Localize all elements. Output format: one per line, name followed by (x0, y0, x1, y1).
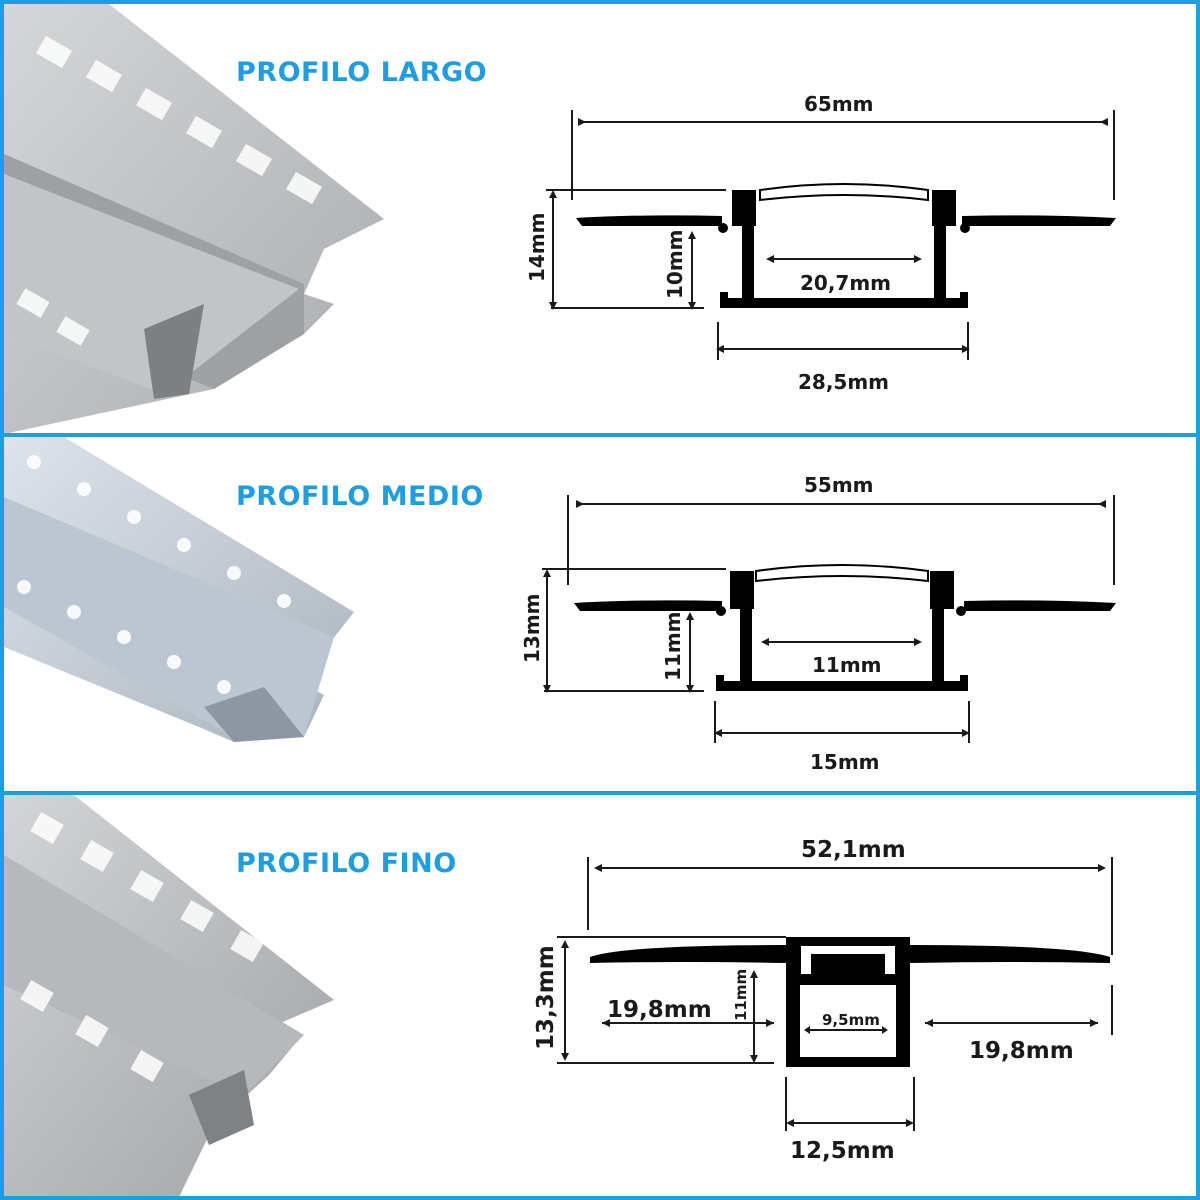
profile-shape (576, 190, 1116, 308)
panel-profilo-medio: PROFILO MEDIO (0, 433, 1200, 795)
profile-photo-largo (4, 4, 384, 433)
dim-overall-width: 55mm (804, 473, 874, 497)
dim-right-flange: 19,8mm (969, 1038, 1074, 1064)
dim-overall-width: 52,1mm (801, 837, 906, 863)
profile-shape (590, 937, 1110, 1067)
panel-title: PROFILO MEDIO (236, 481, 484, 512)
dim-outer-width: 12,5mm (790, 1138, 895, 1164)
panel-profilo-fino: PROFILO FINO (0, 791, 1200, 1200)
dim-overall-width: 65mm (804, 92, 874, 116)
dim-total-height: 14mm (525, 212, 549, 282)
dim-inner-width: 11mm (812, 653, 882, 677)
profile-photo-medio (4, 437, 354, 742)
cross-section-largo: 65mm 14mm 10mm 20,7mm 28,5mm (525, 92, 1116, 394)
panel-profilo-largo: PROFILO LARGO (0, 0, 1200, 437)
dim-outer-width: 15mm (810, 750, 880, 774)
cross-section-medio: 55mm 13mm 11mm 11mm 15mm (520, 473, 1116, 774)
dim-left-flange: 19,8mm (607, 997, 712, 1023)
dim-inner-width: 9,5mm (822, 1011, 880, 1029)
dim-inner-height: 10mm (663, 229, 687, 299)
dim-inner-height: 11mm (661, 611, 685, 681)
profile-photo-fino (4, 795, 334, 1196)
dim-inner-height: 11mm (732, 969, 750, 1021)
panel-title: PROFILO LARGO (236, 57, 488, 88)
dim-outer-width: 28,5mm (798, 370, 889, 394)
cross-section-fino: 52,1mm 13,3mm 19,8mm 11mm 9,5mm 19,8mm 1… (533, 837, 1113, 1164)
dim-total-height: 13,3mm (533, 945, 559, 1050)
dim-total-height: 13mm (520, 593, 544, 663)
dim-inner-width: 20,7mm (800, 271, 891, 295)
panel-title: PROFILO FINO (236, 848, 457, 879)
profile-shape (574, 571, 1116, 691)
